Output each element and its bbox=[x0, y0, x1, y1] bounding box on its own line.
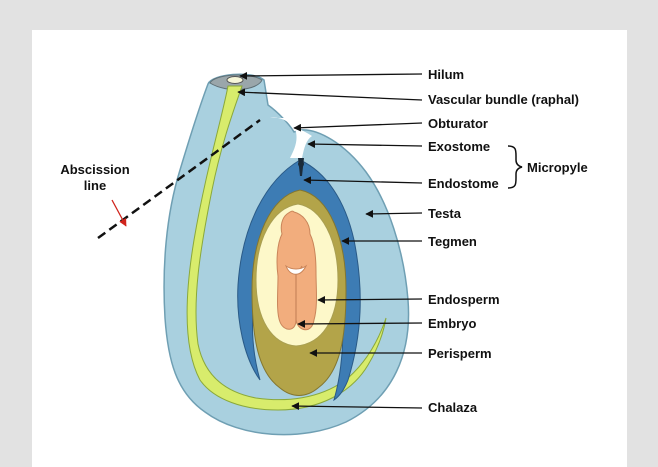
vascular-bundle-label: Vascular bundle (raphal) bbox=[428, 92, 579, 107]
abscission-pointer bbox=[112, 200, 126, 226]
chalaza-label: Chalaza bbox=[428, 400, 478, 415]
testa-label: Testa bbox=[428, 206, 462, 221]
hilum-leader bbox=[240, 74, 422, 76]
endostome-label: Endostome bbox=[428, 176, 499, 191]
perisperm-label: Perisperm bbox=[428, 346, 492, 361]
hilum-mark bbox=[227, 77, 243, 84]
abscission-label-line1: Abscission bbox=[60, 162, 129, 177]
obturator-leader bbox=[294, 123, 422, 128]
endosperm-label: Endosperm bbox=[428, 292, 500, 307]
micropyle-dot bbox=[298, 161, 304, 167]
abscission-label-line2: line bbox=[84, 178, 106, 193]
exostome-label: Exostome bbox=[428, 139, 490, 154]
tegmen-label: Tegmen bbox=[428, 234, 477, 249]
hilum-label: Hilum bbox=[428, 67, 464, 82]
micropyle-bracket bbox=[508, 146, 522, 188]
obturator-label: Obturator bbox=[428, 116, 488, 131]
embryo-label: Embryo bbox=[428, 316, 476, 331]
micropyle-label: Micropyle bbox=[527, 160, 588, 175]
